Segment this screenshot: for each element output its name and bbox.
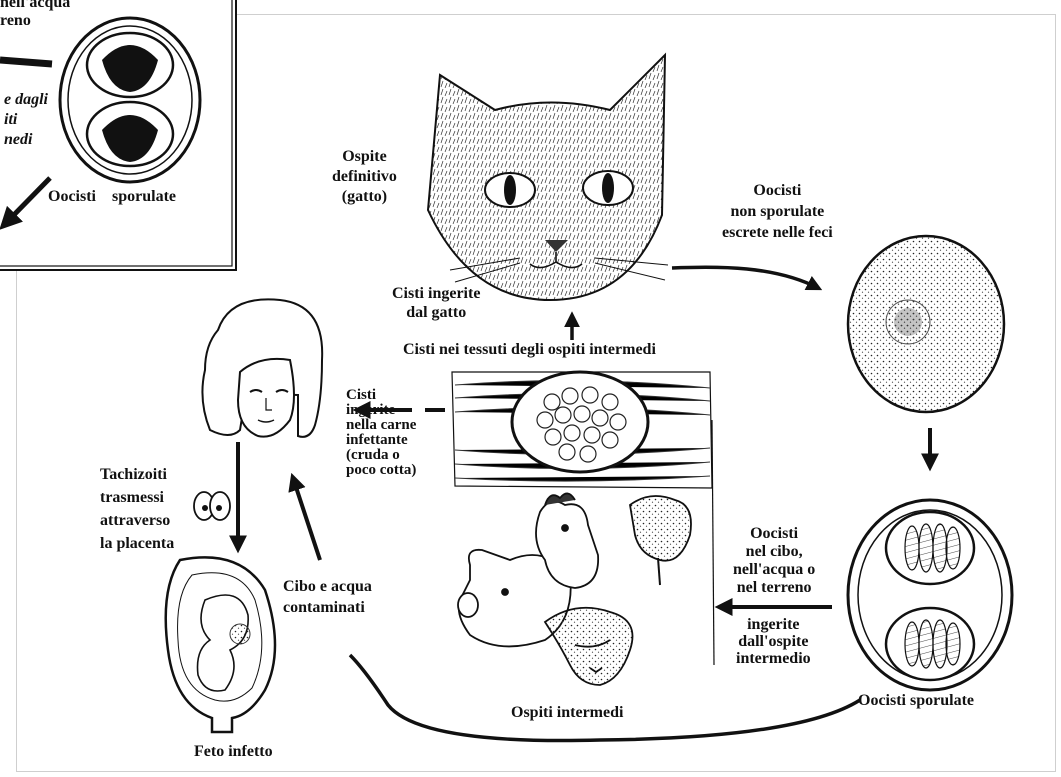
infected-fetus-label: Feto infetto [194, 743, 273, 761]
human-head-illustration [202, 299, 322, 436]
ingested-by-intermediate-label: ingerite dall'ospite intermedio [736, 616, 811, 667]
arrow-food-to-human [293, 478, 320, 560]
oocysts-environment-label: Oocisti nel cibo, nell'acqua o nel terre… [733, 525, 815, 597]
cysts-ingested-by-cat-label: Cisti ingerite dal gatto [392, 284, 480, 322]
contaminated-food-label: Cibo e acqua contaminati [283, 576, 372, 618]
inset-oocyst-label: Oocisti sporulate [48, 188, 176, 206]
inset-top-label: nell'acqua reno [0, 0, 70, 30]
definitive-host-label: Ospite definitivo (gatto) [332, 147, 397, 207]
unsporulated-oocyst-illustration [848, 236, 1004, 412]
intermediate-hosts-label: Ospiti intermedi [511, 704, 623, 722]
unsporulated-oocysts-label: Oocisti non sporulate escrete nelle feci [722, 180, 833, 243]
cysts-ingested-meat-label: Cisti ingerite nella carne infettante (c… [346, 388, 416, 478]
tachyzoites-illustration [194, 492, 230, 520]
intermediate-hosts-illustration [458, 493, 691, 685]
infected-fetus-illustration [166, 557, 275, 732]
cysts-in-tissues-label: Cisti nei tessuti degli ospiti intermedi [403, 341, 656, 359]
sporulated-oocysts-label: Oocisti sporulate [858, 692, 974, 710]
tachyzoites-label: Tachizoiti trasmessi attraverso la place… [100, 463, 174, 555]
inset-side-label: e dagli iti nedi [4, 90, 48, 150]
arrow-cat-to-oocyst [672, 267, 818, 288]
sporulated-oocyst-illustration [848, 500, 1012, 690]
cat-head-illustration [428, 55, 668, 300]
